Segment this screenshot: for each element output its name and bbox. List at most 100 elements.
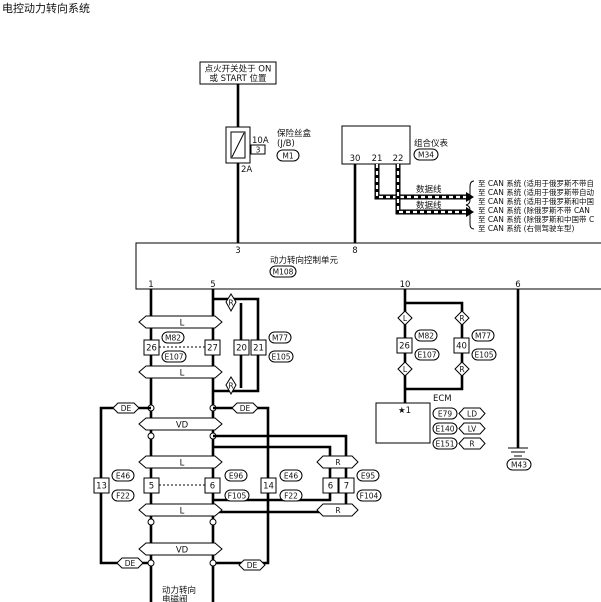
badge-m77-right <box>471 329 495 342</box>
conn-f104: F104 <box>360 492 379 501</box>
tag-l-upper-right-label: L <box>403 314 408 323</box>
solenoid-label-2: 电磁阀 <box>162 594 188 602</box>
conn-e95: E95 <box>361 472 376 481</box>
pin-14: 14 <box>263 482 274 492</box>
band-l-mid-label: L <box>180 459 185 469</box>
meter-pin-30: 30 <box>350 154 361 164</box>
unit-pin-10: 10 <box>400 280 411 290</box>
conn-e79: E79 <box>438 410 453 419</box>
conn-e105-left: E105 <box>271 353 290 362</box>
band-l-upper <box>138 315 223 329</box>
pin-27: 27 <box>207 344 218 354</box>
pin-20: 20 <box>236 344 247 354</box>
band-vd-lower-label: VD <box>176 546 189 556</box>
conn-m43: M43 <box>511 461 527 470</box>
pin-13: 13 <box>96 482 107 492</box>
tag-de-left-top-label: DE <box>121 404 132 413</box>
band-r-mid-upper-label: R <box>335 458 340 467</box>
pin-26b: 26 <box>399 342 410 352</box>
tag-de-left-top <box>112 402 140 414</box>
conn-f22-right: F22 <box>284 492 298 501</box>
wire-pin5-branch-bottom <box>213 355 260 393</box>
band-l-bottom-label: L <box>180 507 185 517</box>
badge-e79 <box>432 407 458 420</box>
splice-5-lower <box>209 518 217 526</box>
tag-r-lower-right <box>454 361 470 377</box>
pin-block-26b <box>396 337 413 354</box>
solenoid-label-1: 动力转向 <box>162 585 196 596</box>
badge-f22-right <box>279 489 303 502</box>
meter-pin-22: 22 <box>393 154 404 164</box>
control-unit-box <box>135 242 601 290</box>
unit-top-pin-8: 8 <box>352 246 357 256</box>
badge-e96 <box>224 469 248 482</box>
fuse-terminal: 2A <box>241 165 252 175</box>
conn-e140: E140 <box>435 425 454 434</box>
pin-6a: 6 <box>210 482 215 492</box>
wire-to-e95-2 <box>213 445 332 502</box>
badge-m82-right <box>414 329 438 342</box>
unit-pin-1: 1 <box>148 280 153 290</box>
tag-l-upper-right <box>397 310 413 326</box>
fuse-symbol-line <box>231 132 245 158</box>
tag-ld-label: LD <box>467 410 477 419</box>
band-r-mid-upper <box>316 455 359 469</box>
band-r-mid-lower <box>316 503 359 517</box>
conn-e105-right: E105 <box>474 351 493 360</box>
control-unit-name: 动力转向控制单元 <box>270 255 339 266</box>
tag-r-ecm <box>458 437 486 450</box>
badge-e105-left <box>268 350 294 363</box>
can-line-2 <box>396 164 466 214</box>
pin-block-6b <box>322 477 339 494</box>
pin-block-7 <box>338 477 355 494</box>
pin-block-13 <box>93 477 110 494</box>
tag-ld <box>458 407 486 420</box>
tag-de-right-bottom <box>238 559 266 571</box>
data-line-label-1: 数据线 <box>416 184 442 195</box>
pin-21: 21 <box>253 344 264 354</box>
badge-m43 <box>506 458 532 471</box>
tag-r-upper-right-label: R <box>459 314 464 323</box>
unit-pin-6: 6 <box>515 280 520 290</box>
tag-l-lower-right <box>397 361 413 377</box>
band-l-lower-label: L <box>180 369 185 379</box>
pin-7: 7 <box>344 482 349 492</box>
pin-block-20 <box>233 339 250 356</box>
tag-lv <box>458 422 486 435</box>
can-note-3: 至 CAN 系统 (适用于俄罗斯和中国 <box>478 196 594 206</box>
conn-m82-right: M82 <box>418 332 434 341</box>
badge-e107-right <box>414 348 440 361</box>
pin-block-40 <box>453 337 470 354</box>
ecm-star: ★1 <box>398 406 411 416</box>
band-l-bottom <box>138 503 223 517</box>
band-r-lower <box>225 376 237 396</box>
band-r-lower-label: R <box>228 382 233 391</box>
tag-r-upper-right <box>454 310 470 326</box>
badge-e107-left <box>161 350 187 363</box>
can-line-1 <box>375 164 466 199</box>
band-vd-lower <box>138 542 223 556</box>
ignition-label-2: 或 START 位置 <box>209 73 267 84</box>
ecm-name: ECM <box>433 394 452 404</box>
band-r-upper-label: R <box>228 299 233 308</box>
badge-e105-right <box>471 348 497 361</box>
fuse-element <box>230 131 246 159</box>
can-note-5: 至 CAN 系统 (除俄罗斯和中国带 C <box>478 214 594 224</box>
splice-1-mid <box>147 432 155 440</box>
conn-m82-left: M82 <box>165 334 181 343</box>
badge-e46-left <box>111 469 135 482</box>
conn-e107-right: E107 <box>417 351 436 360</box>
conn-e151: E151 <box>435 440 454 449</box>
conn-e96: E96 <box>229 472 244 481</box>
tag-lv-label: LV <box>468 425 477 434</box>
unit-top-pin-3: 3 <box>235 246 240 256</box>
badge-m82-left <box>161 331 185 344</box>
conn-m77-right: M77 <box>475 332 491 341</box>
fuse-box-name: 保险丝盒 <box>277 128 312 139</box>
fuse-amp: 10A <box>252 136 269 146</box>
can-note-2: 至 CAN 系统 (适用于俄罗斯带自动 <box>478 187 595 197</box>
control-unit-conn: M108 <box>273 268 294 277</box>
band-l-upper-label: L <box>180 319 185 329</box>
band-l-lower <box>138 365 223 379</box>
fuse-box-sub: (J/B) <box>277 139 295 149</box>
